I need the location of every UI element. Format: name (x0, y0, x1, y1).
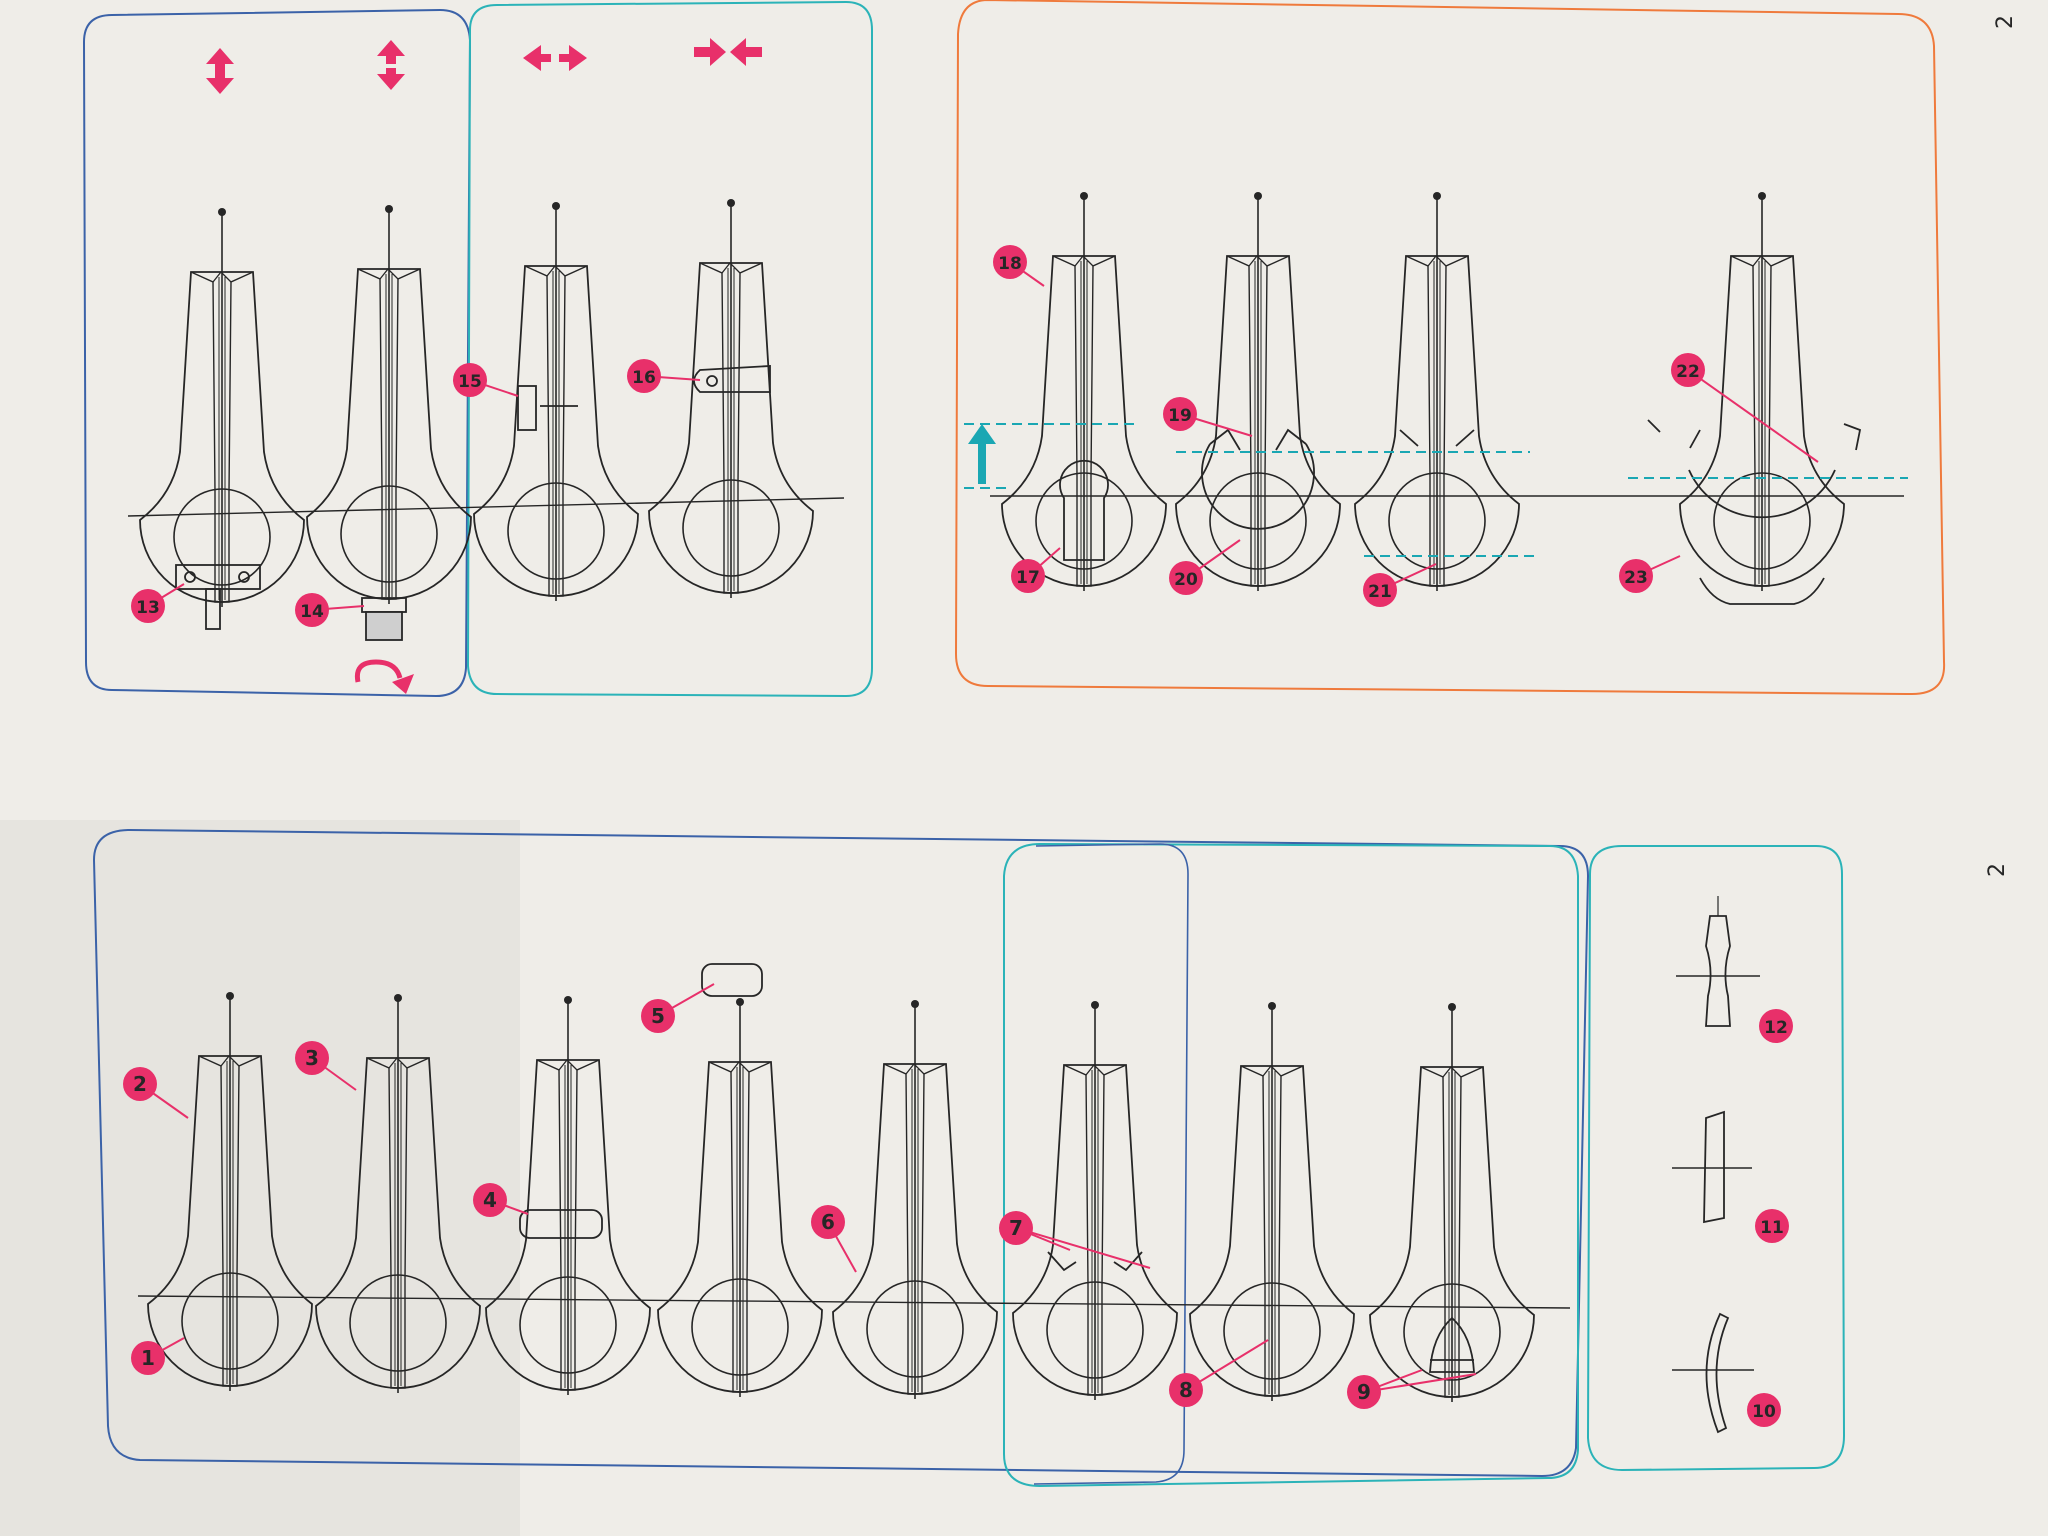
callout-1: 1 (131, 1341, 165, 1375)
up-arrow-icon (968, 424, 996, 484)
vertical-double-arrow-icon (377, 40, 405, 90)
frame-10-12 (1586, 845, 1846, 1472)
part-11 (1672, 1110, 1752, 1224)
callout-17: 17 (1011, 559, 1045, 593)
frame-17-23 (954, 0, 1946, 696)
callout-13: 13 (131, 589, 165, 623)
callout-5: 5 (641, 999, 675, 1033)
svg-text:23: 23 (1624, 568, 1648, 588)
callout-21: 21 (1363, 573, 1397, 607)
callout-20: 20 (1169, 561, 1203, 595)
callout-9: 9 (1347, 1375, 1381, 1409)
svg-text:19: 19 (1168, 406, 1192, 426)
callout-8: 8 (1169, 1373, 1203, 1407)
svg-text:9: 9 (1357, 1380, 1371, 1404)
horizontal-double-arrow-icon (523, 45, 587, 71)
converging-arrows-icon (694, 38, 762, 66)
page-number-middle: 2 (1985, 863, 2010, 877)
svg-text:7: 7 (1009, 1216, 1023, 1240)
svg-text:6: 6 (821, 1210, 835, 1234)
callout-12: 12 (1759, 1009, 1793, 1043)
svg-text:2: 2 (133, 1072, 147, 1096)
frame-13-14 (82, 8, 472, 698)
callout-19: 19 (1163, 397, 1197, 431)
callout-15: 15 (453, 363, 487, 397)
svg-text:18: 18 (998, 254, 1022, 274)
rotate-arrow-icon (354, 659, 414, 694)
svg-text:13: 13 (136, 598, 160, 618)
svg-text:14: 14 (300, 602, 324, 622)
svg-text:16: 16 (632, 368, 656, 388)
callout-7: 7 (999, 1211, 1033, 1245)
callout-4: 4 (473, 1183, 507, 1217)
callout-18: 18 (993, 245, 1027, 279)
part-10 (1672, 1312, 1754, 1434)
svg-text:8: 8 (1179, 1378, 1193, 1402)
frame-7-blue (1033, 843, 1189, 1485)
callout-16: 16 (627, 359, 661, 393)
page-number-top: 2 (1993, 15, 2018, 29)
callout-3: 3 (295, 1041, 329, 1075)
callout-10: 10 (1747, 1393, 1781, 1427)
callout-11: 11 (1755, 1209, 1789, 1243)
callout-22: 22 (1671, 353, 1705, 387)
svg-text:12: 12 (1764, 1018, 1788, 1038)
part-12 (1676, 896, 1760, 1027)
svg-text:20: 20 (1174, 570, 1198, 590)
svg-text:4: 4 (483, 1188, 497, 1212)
svg-text:11: 11 (1760, 1218, 1784, 1238)
svg-text:3: 3 (305, 1046, 319, 1070)
frame-1-9 (92, 828, 1590, 1478)
svg-text:22: 22 (1676, 362, 1700, 382)
frame-15-16 (466, 0, 873, 698)
vertical-double-arrow-icon (206, 48, 234, 94)
svg-text:17: 17 (1016, 568, 1040, 588)
callout-2: 2 (123, 1067, 157, 1101)
callout-23: 23 (1619, 559, 1653, 593)
callout-6: 6 (811, 1205, 845, 1239)
svg-text:15: 15 (458, 372, 482, 392)
svg-text:10: 10 (1752, 1402, 1776, 1422)
cyan-guides (964, 423, 1908, 557)
svg-text:5: 5 (651, 1004, 665, 1028)
callout-14: 14 (295, 593, 329, 627)
frame-7-9-cyan (1003, 842, 1579, 1488)
svg-text:1: 1 (141, 1346, 155, 1370)
part-details (175, 365, 1862, 1373)
svg-text:21: 21 (1368, 582, 1392, 602)
